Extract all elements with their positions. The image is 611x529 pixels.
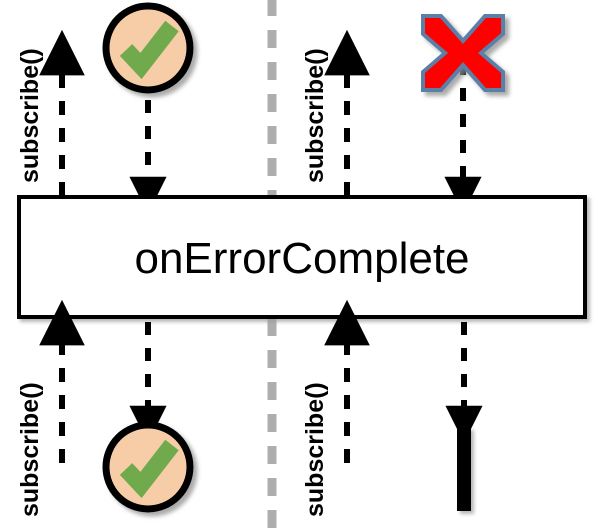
marble-complete-bar	[457, 427, 471, 511]
subscribe-label-top-left: subscribe()	[16, 48, 44, 183]
quadrant-top-left: subscribe()	[16, 2, 303, 214]
marble-check-bottom-left	[102, 421, 194, 513]
marble-error-x-top-right	[421, 14, 505, 92]
subscribe-label-bottom-left: subscribe()	[16, 382, 44, 517]
quadrant-bottom-right: subscribe()	[301, 299, 611, 517]
quadrant-top-right: subscribe()	[301, 14, 611, 214]
operator-name-label: onErrorComplete	[134, 234, 469, 283]
error-x-icon	[421, 14, 505, 92]
operator-box-rect	[17, 195, 587, 319]
check-mark-icon	[119, 20, 179, 80]
check-mark-icon	[119, 439, 179, 499]
operator-box: onErrorComplete	[17, 195, 587, 319]
marble-check-top-left	[102, 2, 194, 94]
quadrant-bottom-left: subscribe()	[16, 299, 303, 517]
subscribe-label-top-right: subscribe()	[301, 48, 329, 183]
complete-bar-icon	[457, 427, 471, 511]
subscribe-label-bottom-right: subscribe()	[301, 382, 329, 517]
